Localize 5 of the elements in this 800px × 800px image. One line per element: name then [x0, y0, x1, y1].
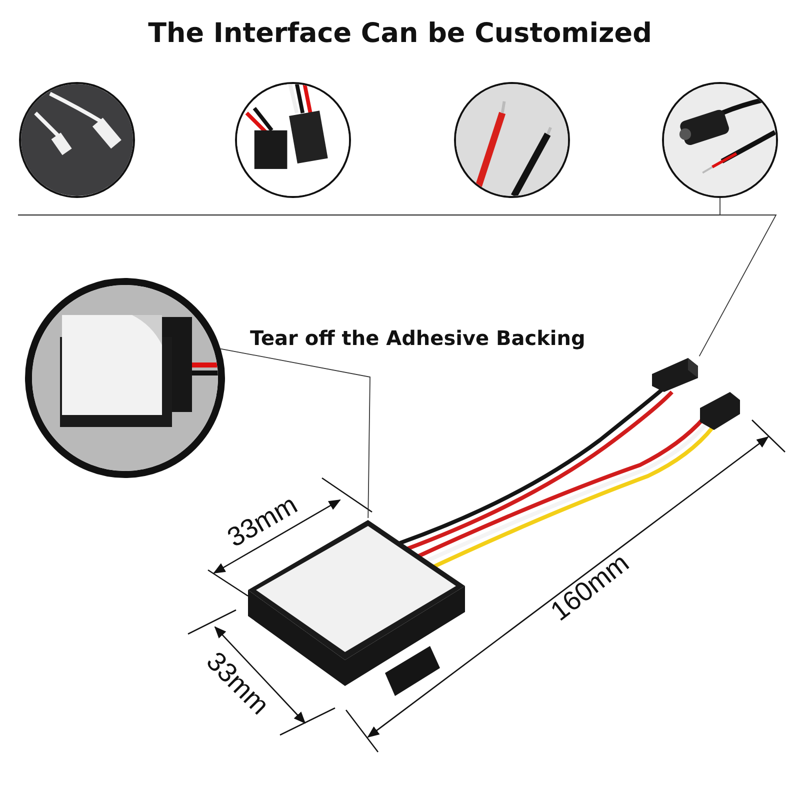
title: The Interface Can be Customized — [148, 18, 652, 49]
inset-photo — [25, 278, 225, 478]
leader-line — [220, 348, 370, 518]
leader-line — [698, 198, 777, 357]
callout-text: Tear off the Adhesive Backing — [250, 326, 586, 350]
